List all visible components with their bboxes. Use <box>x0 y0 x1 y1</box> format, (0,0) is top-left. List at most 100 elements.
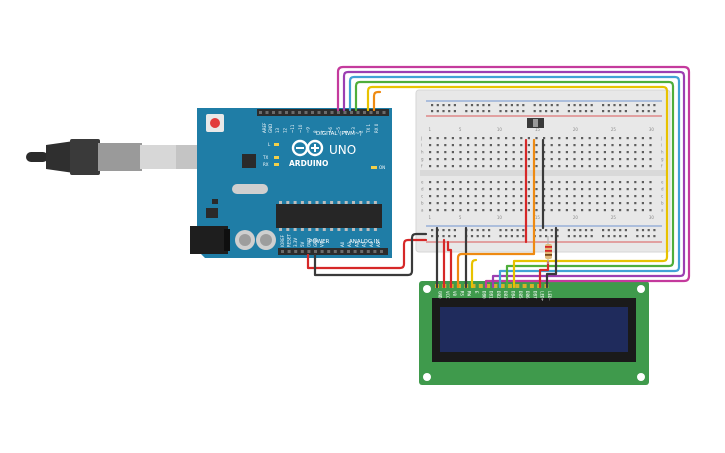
header-hole <box>369 111 373 114</box>
header-hole <box>272 111 275 114</box>
lcd-pin-label: LED+ <box>540 291 545 302</box>
row-letter: c <box>421 194 423 199</box>
power-pin-label: GND <box>313 238 318 247</box>
row-letter: c <box>661 194 663 199</box>
wires <box>306 65 691 289</box>
row-letter: b <box>661 201 664 206</box>
row-letter: h <box>661 150 664 155</box>
arduino-logo <box>291 139 324 157</box>
wire-5v <box>306 238 428 270</box>
digital-pin-label: 13 <box>275 127 280 133</box>
wire-lcd-e <box>456 138 536 289</box>
header-hole <box>337 111 340 114</box>
lcd-pin-label: DB6 <box>525 291 530 299</box>
mount-hole <box>423 285 431 293</box>
wire-orange-top <box>372 90 382 112</box>
digital-pin-label: 2 <box>359 130 364 133</box>
usb-cable <box>26 139 206 175</box>
header-hole <box>287 250 291 253</box>
header-hole <box>382 111 386 114</box>
header-hole <box>350 111 353 114</box>
column-number: 20 <box>573 127 579 132</box>
on-led <box>371 166 377 169</box>
lcd-pin-label: DB2 <box>496 291 501 299</box>
header-hole <box>307 250 311 253</box>
rx-led <box>274 163 279 166</box>
analog-pin-label: A4 <box>369 241 374 247</box>
header-hole <box>311 111 314 114</box>
lcd-pin-label: RS <box>459 291 464 297</box>
lcd-pin-label: DB3 <box>503 291 508 299</box>
header-hole <box>317 111 321 114</box>
analog-pin-label: A0 <box>340 241 345 247</box>
wire-lcd-rw <box>470 258 478 289</box>
lcd-pin <box>493 284 498 288</box>
column-number: 10 <box>497 127 503 132</box>
header-hole <box>343 111 347 114</box>
lcd-pin-label: LED- <box>547 291 552 301</box>
header-hole <box>333 250 337 253</box>
row-letter: f <box>661 164 663 169</box>
power-pin-label: 3.3V <box>293 238 298 247</box>
model-label: UNO <box>329 143 356 157</box>
header-hole <box>380 250 383 253</box>
header-hole <box>347 250 350 253</box>
wire-green <box>354 80 675 289</box>
analog-pin-label: A2 <box>354 241 359 247</box>
lcd-pin-label: DB7 <box>532 291 537 299</box>
column-number: 30 <box>649 215 655 220</box>
wire-yellow <box>366 85 669 289</box>
column-number: 20 <box>573 215 579 220</box>
tx-led <box>274 156 279 159</box>
column-number: 10 <box>497 215 503 220</box>
power-pin-label: IOREF <box>280 234 285 247</box>
wire-lcd-rs <box>446 240 453 289</box>
row-letter: h <box>421 150 424 155</box>
analog-pin-label: A3 <box>362 241 367 247</box>
row-letter: d <box>421 187 424 192</box>
column-number: 15 <box>535 215 541 220</box>
lcd-pin <box>529 284 534 288</box>
header-hole <box>340 250 344 253</box>
row-letter: g <box>421 157 424 162</box>
analog-label: ANALOG IN <box>349 239 380 245</box>
header-hole <box>360 250 364 253</box>
header-hole <box>373 250 377 253</box>
digital-pin-label: 12 <box>283 127 288 133</box>
lcd-pin-label: V0 <box>452 291 457 297</box>
lcd-pin-label: GND <box>438 291 443 299</box>
microcontroller-chip <box>276 204 382 228</box>
digital-pin-label: ~3 <box>351 127 356 133</box>
tx-label: TX <box>262 155 268 160</box>
lcd-pin-label: DB0 <box>481 291 486 299</box>
header-hole <box>265 111 269 114</box>
digital-pin-label: 7 <box>321 130 326 133</box>
power-jack <box>190 226 228 254</box>
header-hole <box>278 111 282 114</box>
power-pin-label: 5V <box>300 241 305 247</box>
digital-pin-label: TX 1 <box>366 124 371 134</box>
power-pin-label: GND <box>306 238 311 247</box>
header-hole <box>314 250 317 253</box>
aref-label: AREF <box>262 122 267 133</box>
digital-pin-label: ~11 <box>290 124 295 133</box>
usb-chip <box>242 154 256 168</box>
lcd-pin-label: VCC <box>445 291 450 299</box>
header-hole <box>281 250 284 253</box>
row-letter: g <box>661 157 664 162</box>
digital-pin-label: RX 0 <box>374 123 379 133</box>
header-hole <box>300 250 304 253</box>
header-hole <box>259 111 262 114</box>
row-letter: j <box>660 136 662 141</box>
digital-header <box>257 109 389 116</box>
column-number: 5 <box>459 127 462 132</box>
column-number: 25 <box>611 127 617 132</box>
analog-pin-label: A5 <box>376 241 381 247</box>
brand-label: ARDUINO <box>289 159 328 168</box>
lcd-pin-label: E <box>474 291 479 294</box>
wire-led-minus <box>545 226 558 289</box>
slide-switch[interactable] <box>527 118 544 128</box>
row-letter: j <box>420 136 422 141</box>
lcd-screen <box>440 307 628 352</box>
